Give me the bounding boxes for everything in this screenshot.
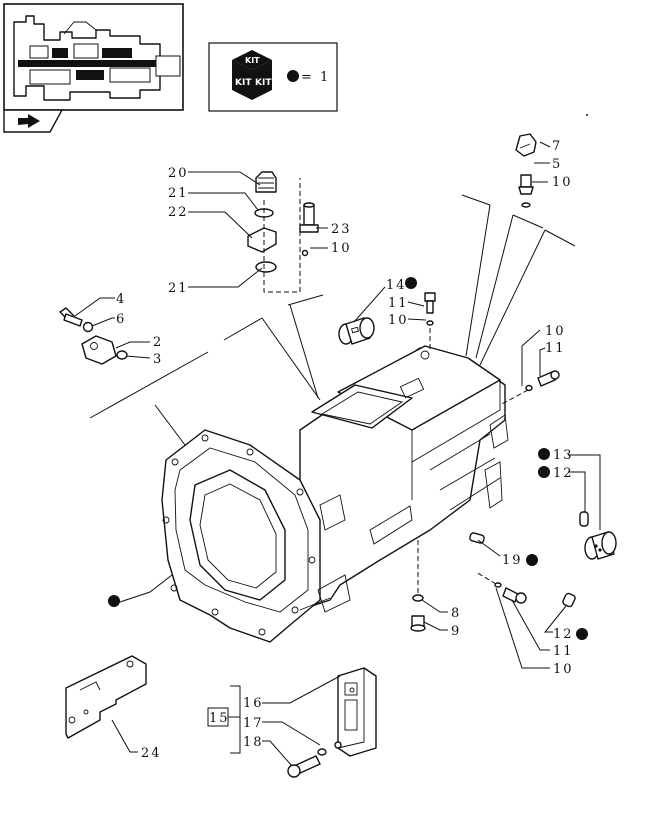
kit-dot-19 — [526, 554, 538, 566]
bolt-11-lower[interactable] — [502, 587, 527, 604]
pin-23[interactable] — [303, 204, 315, 226]
washer-6[interactable] — [82, 321, 94, 333]
callout-6: 6 — [116, 312, 126, 327]
kit-dot-housing — [108, 595, 120, 607]
drain-plug[interactable] — [410, 594, 426, 632]
callout-9: 9 — [451, 624, 461, 639]
dipstick-parts[interactable] — [515, 133, 537, 208]
pin-12-lower[interactable] — [562, 592, 576, 608]
pin-12-right[interactable] — [579, 511, 589, 527]
callout-10-top-right: 10 — [552, 175, 573, 190]
transmission-thumbnail-icon — [13, 15, 181, 101]
oring-3[interactable] — [116, 350, 128, 360]
callout-22: 22 — [168, 205, 189, 220]
callout-2: 2 — [153, 335, 163, 350]
callout-18: 18 — [243, 735, 264, 750]
callout-10: 10 — [331, 241, 352, 256]
callout-15: 15 — [209, 711, 230, 726]
kit-legend: KIT KIT KIT = 1 — [208, 42, 338, 112]
callout-10-right: 10 — [545, 324, 566, 339]
breather-parts[interactable] — [59, 307, 128, 365]
transmission-housing[interactable] — [161, 345, 509, 643]
ring-10-upper[interactable] — [301, 249, 309, 257]
callout-21: 21 — [168, 186, 189, 201]
nav-arrow-tab[interactable] — [3, 109, 64, 133]
cover-2[interactable] — [81, 335, 117, 365]
callout-19: 19 — [502, 553, 523, 568]
callout-11-lower: 11 — [553, 644, 574, 659]
callout-5: 5 — [552, 157, 562, 172]
callout-17: 17 — [243, 716, 264, 731]
washer-10-lower[interactable] — [494, 582, 502, 588]
callout-10-lower: 10 — [553, 662, 574, 677]
screw-18[interactable] — [287, 741, 342, 778]
nav-arrow-icon — [18, 114, 40, 128]
kit-cube-icon: KIT KIT KIT — [232, 50, 272, 100]
kit-equals-text: = 1 — [301, 70, 330, 85]
callout-24: 24 — [141, 746, 162, 761]
washer-21-bottom[interactable] — [255, 261, 277, 273]
kit-top-text: KIT — [245, 56, 260, 65]
callout-11: 11 — [388, 296, 409, 311]
callout-14: 14 — [386, 278, 407, 293]
shift-finger-parts[interactable] — [247, 171, 319, 293]
bolt-11-right[interactable] — [525, 370, 560, 392]
sleeve-14[interactable] — [338, 317, 375, 345]
callout-8: 8 — [451, 606, 461, 621]
bolt-4[interactable] — [63, 313, 83, 327]
callout-21-lower: 21 — [168, 281, 189, 296]
kit-dot-12a — [538, 466, 550, 478]
thumbnail-frame[interactable] — [3, 3, 184, 111]
callout-11-right: 11 — [545, 341, 566, 356]
knob-cap[interactable] — [255, 171, 277, 193]
callout-16: 16 — [243, 696, 264, 711]
screw-11-top[interactable] — [424, 292, 436, 326]
cover-plate[interactable] — [337, 667, 377, 757]
callout-3: 3 — [153, 352, 163, 367]
kit-dot-icon — [287, 70, 299, 82]
kit-dot-13 — [538, 448, 550, 460]
callout-4: 4 — [116, 292, 126, 307]
shift-block[interactable] — [247, 227, 277, 253]
callout-12-lower: 12 — [553, 627, 574, 642]
callout-7: 7 — [552, 139, 562, 154]
callout-12: 12 — [553, 466, 574, 481]
pin-19[interactable] — [469, 532, 485, 544]
callout-13: 13 — [553, 448, 574, 463]
kit-dot-14 — [405, 277, 417, 289]
kit-left-text: KIT — [235, 78, 252, 88]
callout-20: 20 — [168, 166, 189, 181]
kit-dot-12b — [576, 628, 588, 640]
kit-right-text: KIT — [255, 78, 272, 88]
callout-23: 23 — [331, 222, 352, 237]
bracket-24[interactable] — [65, 655, 147, 739]
sleeve-13[interactable] — [584, 531, 617, 560]
callout-10-mid: 10 — [388, 313, 409, 328]
